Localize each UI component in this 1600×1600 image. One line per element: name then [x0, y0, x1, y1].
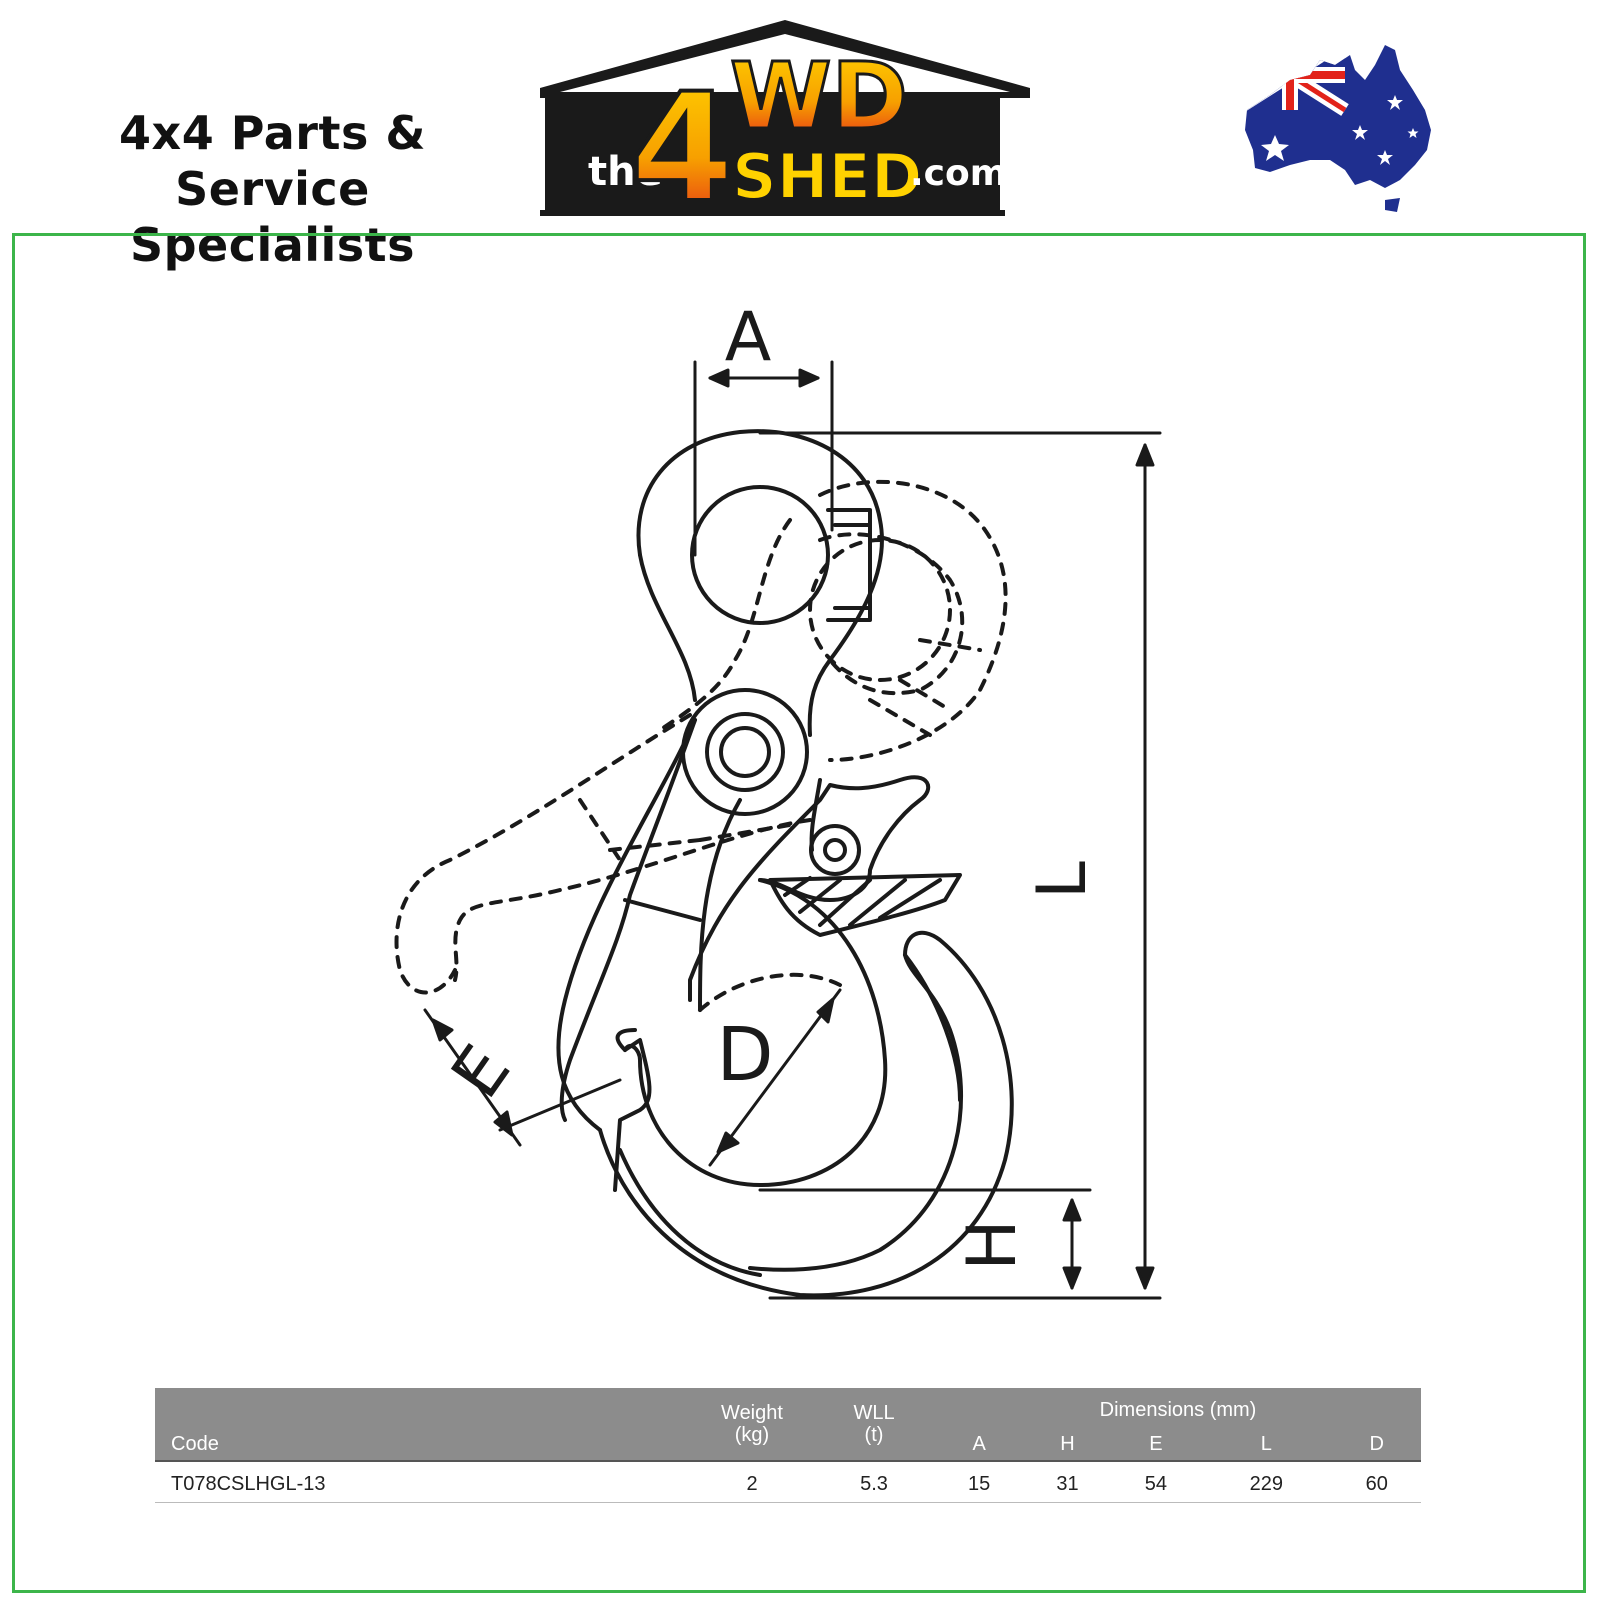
eye-bushing — [826, 508, 872, 622]
d-arc-dashed — [698, 972, 842, 1012]
australia-flag-map-icon — [1245, 45, 1431, 212]
alt-position-outline — [394, 479, 1008, 995]
hook-throat — [623, 878, 888, 1187]
hook-body-outer — [556, 718, 697, 1132]
dimension-lines — [423, 360, 1162, 1300]
logo-4: 4 — [630, 62, 734, 220]
hook-tip-inner — [903, 953, 962, 1102]
col-dimensions: Dimensions (mm) — [935, 1388, 1421, 1422]
col-wll-line1: WLL — [853, 1402, 895, 1424]
spec-header-row-2: A H E L D — [155, 1422, 1421, 1461]
diagram-frame — [12, 233, 1586, 1593]
cell-E: 54 — [1111, 1460, 1201, 1503]
logo-the: the — [588, 149, 663, 195]
logo-base — [540, 210, 1005, 216]
tagline: 4x4 Parts & Service Specialists — [20, 105, 525, 273]
col-weight: Weight (kg) — [691, 1388, 813, 1461]
eye-bushing-lines — [833, 523, 870, 610]
cell-A: 15 — [935, 1460, 1024, 1503]
latch-pivot-pin — [823, 838, 847, 862]
hook-inner-edge — [618, 1148, 762, 1277]
latch — [688, 775, 931, 1002]
the4wdshed-logo[interactable]: the 4 WD SHED .com — [540, 20, 1040, 220]
label-H: H — [953, 1219, 1032, 1270]
logo-com: .com — [910, 153, 1007, 194]
spec-table: Code Weight (kg) WLL (t) Dimensions (mm)… — [155, 1388, 1421, 1503]
cell-D: 60 — [1332, 1460, 1421, 1503]
col-code: Code — [155, 1388, 691, 1461]
shank-line — [559, 718, 697, 1122]
col-wll: WLL (t) — [813, 1388, 935, 1461]
col-weight-line1: Weight — [721, 1402, 783, 1424]
col-A: A — [935, 1422, 1024, 1461]
latch-pivot — [809, 824, 861, 876]
hook-neck-left — [638, 553, 697, 702]
label-D: D — [717, 1012, 774, 1098]
tagline-line2: Specialists — [129, 218, 416, 272]
cell-code: T078CSLHGL-13 — [155, 1460, 691, 1503]
flag-stars — [1261, 95, 1419, 165]
cell-weight: 2 — [691, 1460, 813, 1503]
col-H: H — [1023, 1422, 1112, 1461]
pivot-outer — [681, 688, 809, 816]
body-inner-line — [698, 798, 742, 1012]
latch-stem — [809, 778, 822, 852]
col-L: L — [1200, 1422, 1333, 1461]
logo-body — [545, 96, 1000, 212]
pivot-ring — [705, 712, 785, 792]
notch-tip — [615, 1028, 637, 1052]
logo-shed: SHED — [732, 140, 922, 213]
label-L: L — [1023, 861, 1102, 899]
logo-wd: WD — [730, 43, 908, 150]
latch-hatching — [783, 876, 942, 927]
latch-hatched — [768, 873, 962, 937]
spec-header-row-1: Code Weight (kg) WLL (t) Dimensions (mm) — [155, 1388, 1421, 1461]
eye-hole — [690, 485, 830, 625]
hook-outer-curve — [598, 930, 1014, 1298]
cell-L: 229 — [1200, 1460, 1333, 1503]
tagline-line1: 4x4 Parts & Service — [119, 106, 426, 216]
e-reference-line — [623, 898, 702, 922]
col-E: E — [1111, 1422, 1201, 1461]
hook-eye — [636, 429, 884, 737]
pivot-pin — [719, 726, 771, 778]
col-D: D — [1332, 1422, 1421, 1461]
col-wll-line2: (t) — [864, 1424, 884, 1446]
label-A: A — [725, 298, 772, 377]
cell-H: 31 — [1023, 1460, 1112, 1503]
table-row: T078CSLHGL-13 2 5.3 15 31 54 229 60 — [155, 1460, 1421, 1503]
col-weight-line2: (kg) — [734, 1424, 770, 1446]
cell-wll: 5.3 — [813, 1460, 935, 1503]
hook-notch — [613, 1038, 652, 1192]
logo-roof-inner — [560, 34, 1010, 92]
